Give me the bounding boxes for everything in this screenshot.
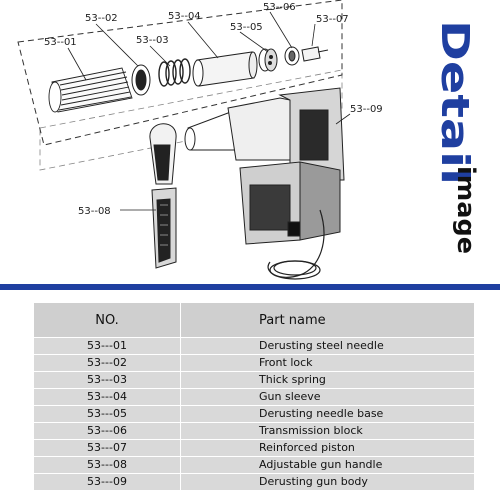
thick-spring-part [158,58,191,87]
cell-no: 53---05 [33,405,181,423]
piston-part [301,46,329,62]
exploded-view-diagram: 53--01 53--02 53--03 53--04 53--05 53--0… [17,0,383,280]
needle-base-part [258,48,278,72]
callout-leader-lines [67,11,351,211]
table-header-row: NO. Part name [33,302,475,338]
cell-no: 53---01 [33,337,181,355]
cell-no: 53---02 [33,354,181,372]
cell-no: 53---04 [33,388,181,406]
cell-part-name: Derusting gun body [180,473,475,491]
callout-53-02: 53--02 [85,13,118,24]
callout-53-08: 53--08 [78,206,111,217]
callout-53-06: 53--06 [263,2,296,13]
blue-divider-bar [0,284,500,290]
cell-part-name: Adjustable gun handle [180,456,475,474]
cell-no: 53---03 [33,371,181,389]
front-lock-part [131,64,151,96]
callout-53-05: 53--05 [230,22,263,33]
cell-part-name: Front lock [180,354,475,372]
cell-no: 53---06 [33,422,181,440]
callout-53-07: 53--07 [316,14,349,25]
cell-part-name: Thick spring [180,371,475,389]
title-word-detail: Detail [433,20,477,185]
callout-53-04: 53--04 [168,11,201,22]
callout-53-03: 53--03 [136,35,169,46]
detail-image-title: Detail image [433,20,480,254]
cell-part-name: Gun sleeve [180,388,475,406]
cell-part-name: Transmission block [180,422,475,440]
transmission-block-part [284,46,300,66]
title-word-image: image [452,166,480,254]
header-no: NO. [33,302,181,338]
dashed-frame-lower [39,69,343,171]
cell-no: 53---09 [33,473,181,491]
cell-part-name: Reinforced piston [180,439,475,457]
cell-part-name: Derusting steel needle [180,337,475,355]
header-part-name: Part name [180,302,475,338]
gun-sleeve-part [192,51,258,87]
callout-53-01: 53--01 [44,37,77,48]
derusting-gun-body-part [184,87,345,245]
needle-bundle-part [48,67,133,113]
power-cable [267,209,325,280]
adjustable-gun-handle-part [149,123,177,269]
cell-no: 53---08 [33,456,181,474]
cell-no: 53---07 [33,439,181,457]
cell-part-name: Derusting needle base [180,405,475,423]
callout-53-09: 53--09 [350,104,383,115]
